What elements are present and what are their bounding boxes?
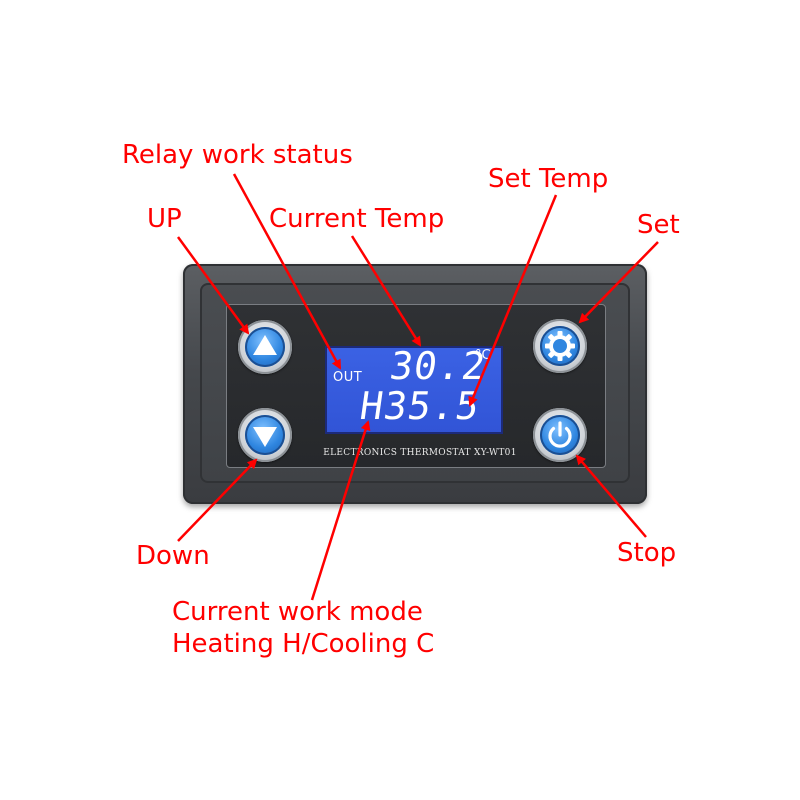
triangle-down-icon <box>253 427 277 447</box>
up-button[interactable] <box>238 320 292 374</box>
arrow-set <box>578 241 659 324</box>
label-work-mode: Current work mode Heating H/Cooling C <box>172 596 434 660</box>
arrow-down <box>177 458 258 542</box>
label-up: UP <box>147 204 182 234</box>
arrow-up <box>176 236 250 335</box>
label-current-temp: Current Temp <box>269 204 445 234</box>
label-stop: Stop <box>617 538 677 568</box>
label-set-temp: Set Temp <box>488 164 609 194</box>
relay-status-indicator: OUT <box>333 370 363 385</box>
gear-icon <box>545 331 575 361</box>
label-work-mode-line1: Current work mode <box>172 597 423 627</box>
set-button[interactable] <box>533 319 587 373</box>
triangle-up-icon <box>253 335 277 355</box>
stop-button[interactable] <box>533 408 587 462</box>
label-down: Down <box>136 541 210 571</box>
model-label: ELECTRONICS THERMOSTAT XY-WT01 <box>323 448 517 458</box>
arrow-stop <box>575 454 647 538</box>
temp-unit: °C <box>475 348 491 363</box>
arrow-relay-status <box>232 173 342 370</box>
arrow-current-temp <box>350 235 422 347</box>
label-relay-work-status: Relay work status <box>122 140 353 170</box>
label-work-mode-line2: Heating H/Cooling C <box>172 629 435 659</box>
arrow-set-temp <box>468 194 558 407</box>
label-set: Set <box>637 210 680 240</box>
lcd-display: OUT 30.2 °C H35.5 <box>325 346 503 434</box>
arrow-work-mode <box>310 420 371 601</box>
power-icon <box>548 421 572 448</box>
down-button[interactable] <box>238 408 292 462</box>
